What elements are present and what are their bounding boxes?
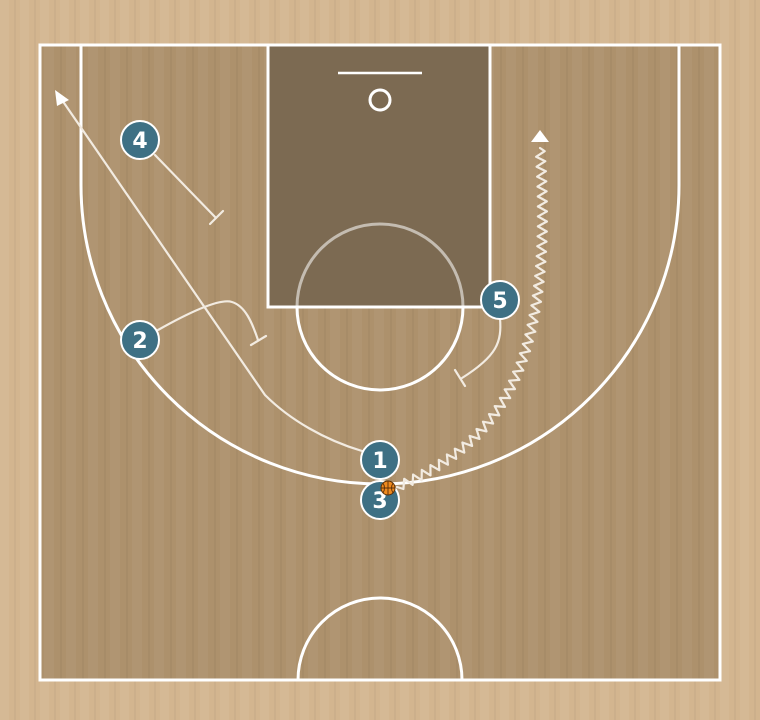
paint-key (266, 43, 492, 309)
basketball-icon (380, 480, 396, 496)
screen-path-player-4 (153, 153, 218, 220)
dribble-path-player-3 (395, 146, 548, 491)
hoop (368, 88, 392, 112)
play-actions (55, 90, 549, 491)
player-1: 1 (360, 440, 400, 480)
center-circle (296, 596, 464, 681)
player-label-4: 4 (132, 129, 147, 154)
player-label-5: 5 (492, 289, 507, 314)
arrowhead-player-1 (55, 90, 69, 106)
screen-bar-player-4 (208, 209, 225, 226)
player-5: 5 (480, 280, 520, 320)
cut-path-player-1 (60, 98, 367, 455)
free-throw-circle-top (295, 222, 465, 308)
free-throw-circle-bottom (295, 306, 465, 392)
screen-bar-player-2 (249, 334, 268, 347)
screen-path-player-2 (156, 300, 260, 342)
player-4: 4 (120, 120, 160, 160)
player-label-2: 2 (132, 329, 147, 354)
court-boundary (38, 43, 722, 682)
players: 4 2 5 3 1 (120, 120, 520, 520)
player-2: 2 (120, 320, 160, 360)
screen-bar-player-5 (453, 368, 467, 388)
player-label-3: 3 (372, 489, 387, 514)
arrowhead-player-3 (531, 130, 549, 142)
screen-path-player-5 (460, 316, 502, 380)
player-label-1: 1 (372, 449, 387, 474)
